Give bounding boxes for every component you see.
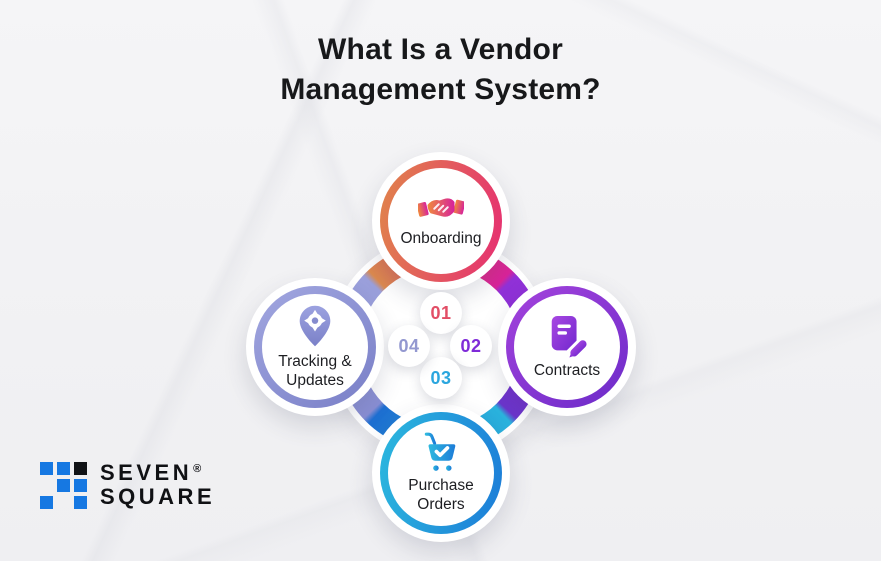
- label-line: Tracking &: [278, 352, 352, 370]
- title-line-1: What Is a Vendor: [318, 33, 563, 66]
- node-tracking-updates: Tracking & Updates: [246, 278, 384, 416]
- contract-pen-icon: [551, 315, 588, 358]
- title-line-2: Management System?: [280, 72, 601, 106]
- node-purchase-orders-content: Purchase Orders: [388, 420, 494, 526]
- logo-name-1: SEVEN: [100, 460, 193, 485]
- node-tracking-updates-ring: Tracking & Updates: [254, 286, 376, 408]
- registered-trademark-symbol: ®: [193, 462, 202, 475]
- node-tracking-updates-content: Tracking & Updates: [262, 294, 368, 400]
- logo-square: [57, 478, 70, 492]
- logo-square-gap: [57, 496, 70, 509]
- page-title: What Is a Vendor Management System?: [0, 30, 881, 109]
- number-badge-04: 04: [388, 325, 430, 367]
- logo-square: [74, 478, 87, 492]
- node-purchase-orders: Purchase Orders: [372, 404, 510, 542]
- node-onboarding-content: Onboarding: [388, 168, 494, 274]
- node-onboarding: Onboarding: [372, 152, 510, 290]
- node-onboarding-label: Onboarding: [400, 229, 481, 248]
- logo-wordmark: SEVEN® SQUARE: [100, 460, 216, 510]
- label-line: Onboarding: [400, 230, 482, 248]
- node-contracts: Contracts: [498, 278, 636, 416]
- handshake-icon: [418, 198, 464, 218]
- label-line: Orders: [417, 496, 465, 513]
- logo-wordmark-line1: SEVEN®: [100, 460, 215, 485]
- seven-square-logo: SEVEN® SQUARE: [40, 460, 216, 510]
- label-line: Purchase: [408, 476, 474, 494]
- number-badge-01: 01: [420, 292, 462, 334]
- number-badge-02: 02: [450, 325, 492, 367]
- logo-square: [40, 495, 53, 509]
- node-tracking-updates-label: Tracking & Updates: [278, 352, 352, 391]
- node-contracts-label: Contracts: [534, 361, 600, 380]
- label-line: Updates: [286, 372, 344, 389]
- node-purchase-orders-label: Purchase Orders: [408, 476, 473, 515]
- number-badge-03: 03: [420, 357, 462, 399]
- logo-square: [74, 495, 87, 509]
- logo-wordmark-line2: SQUARE: [100, 484, 216, 510]
- logo-square: [57, 461, 70, 475]
- logo-square-accent: [74, 461, 87, 475]
- node-contracts-content: Contracts: [514, 294, 620, 400]
- seven-square-logo-icon: [40, 461, 87, 509]
- logo-square-gap: [40, 479, 53, 492]
- logo-square: [40, 461, 53, 475]
- node-purchase-orders-ring: Purchase Orders: [380, 412, 502, 534]
- node-contracts-ring: Contracts: [506, 286, 628, 408]
- node-onboarding-ring: Onboarding: [380, 160, 502, 282]
- location-pin-icon: [299, 305, 331, 346]
- label-line: Contracts: [533, 361, 601, 379]
- ring-inner-disc: [360, 267, 520, 427]
- shopping-cart-icon: [424, 432, 456, 471]
